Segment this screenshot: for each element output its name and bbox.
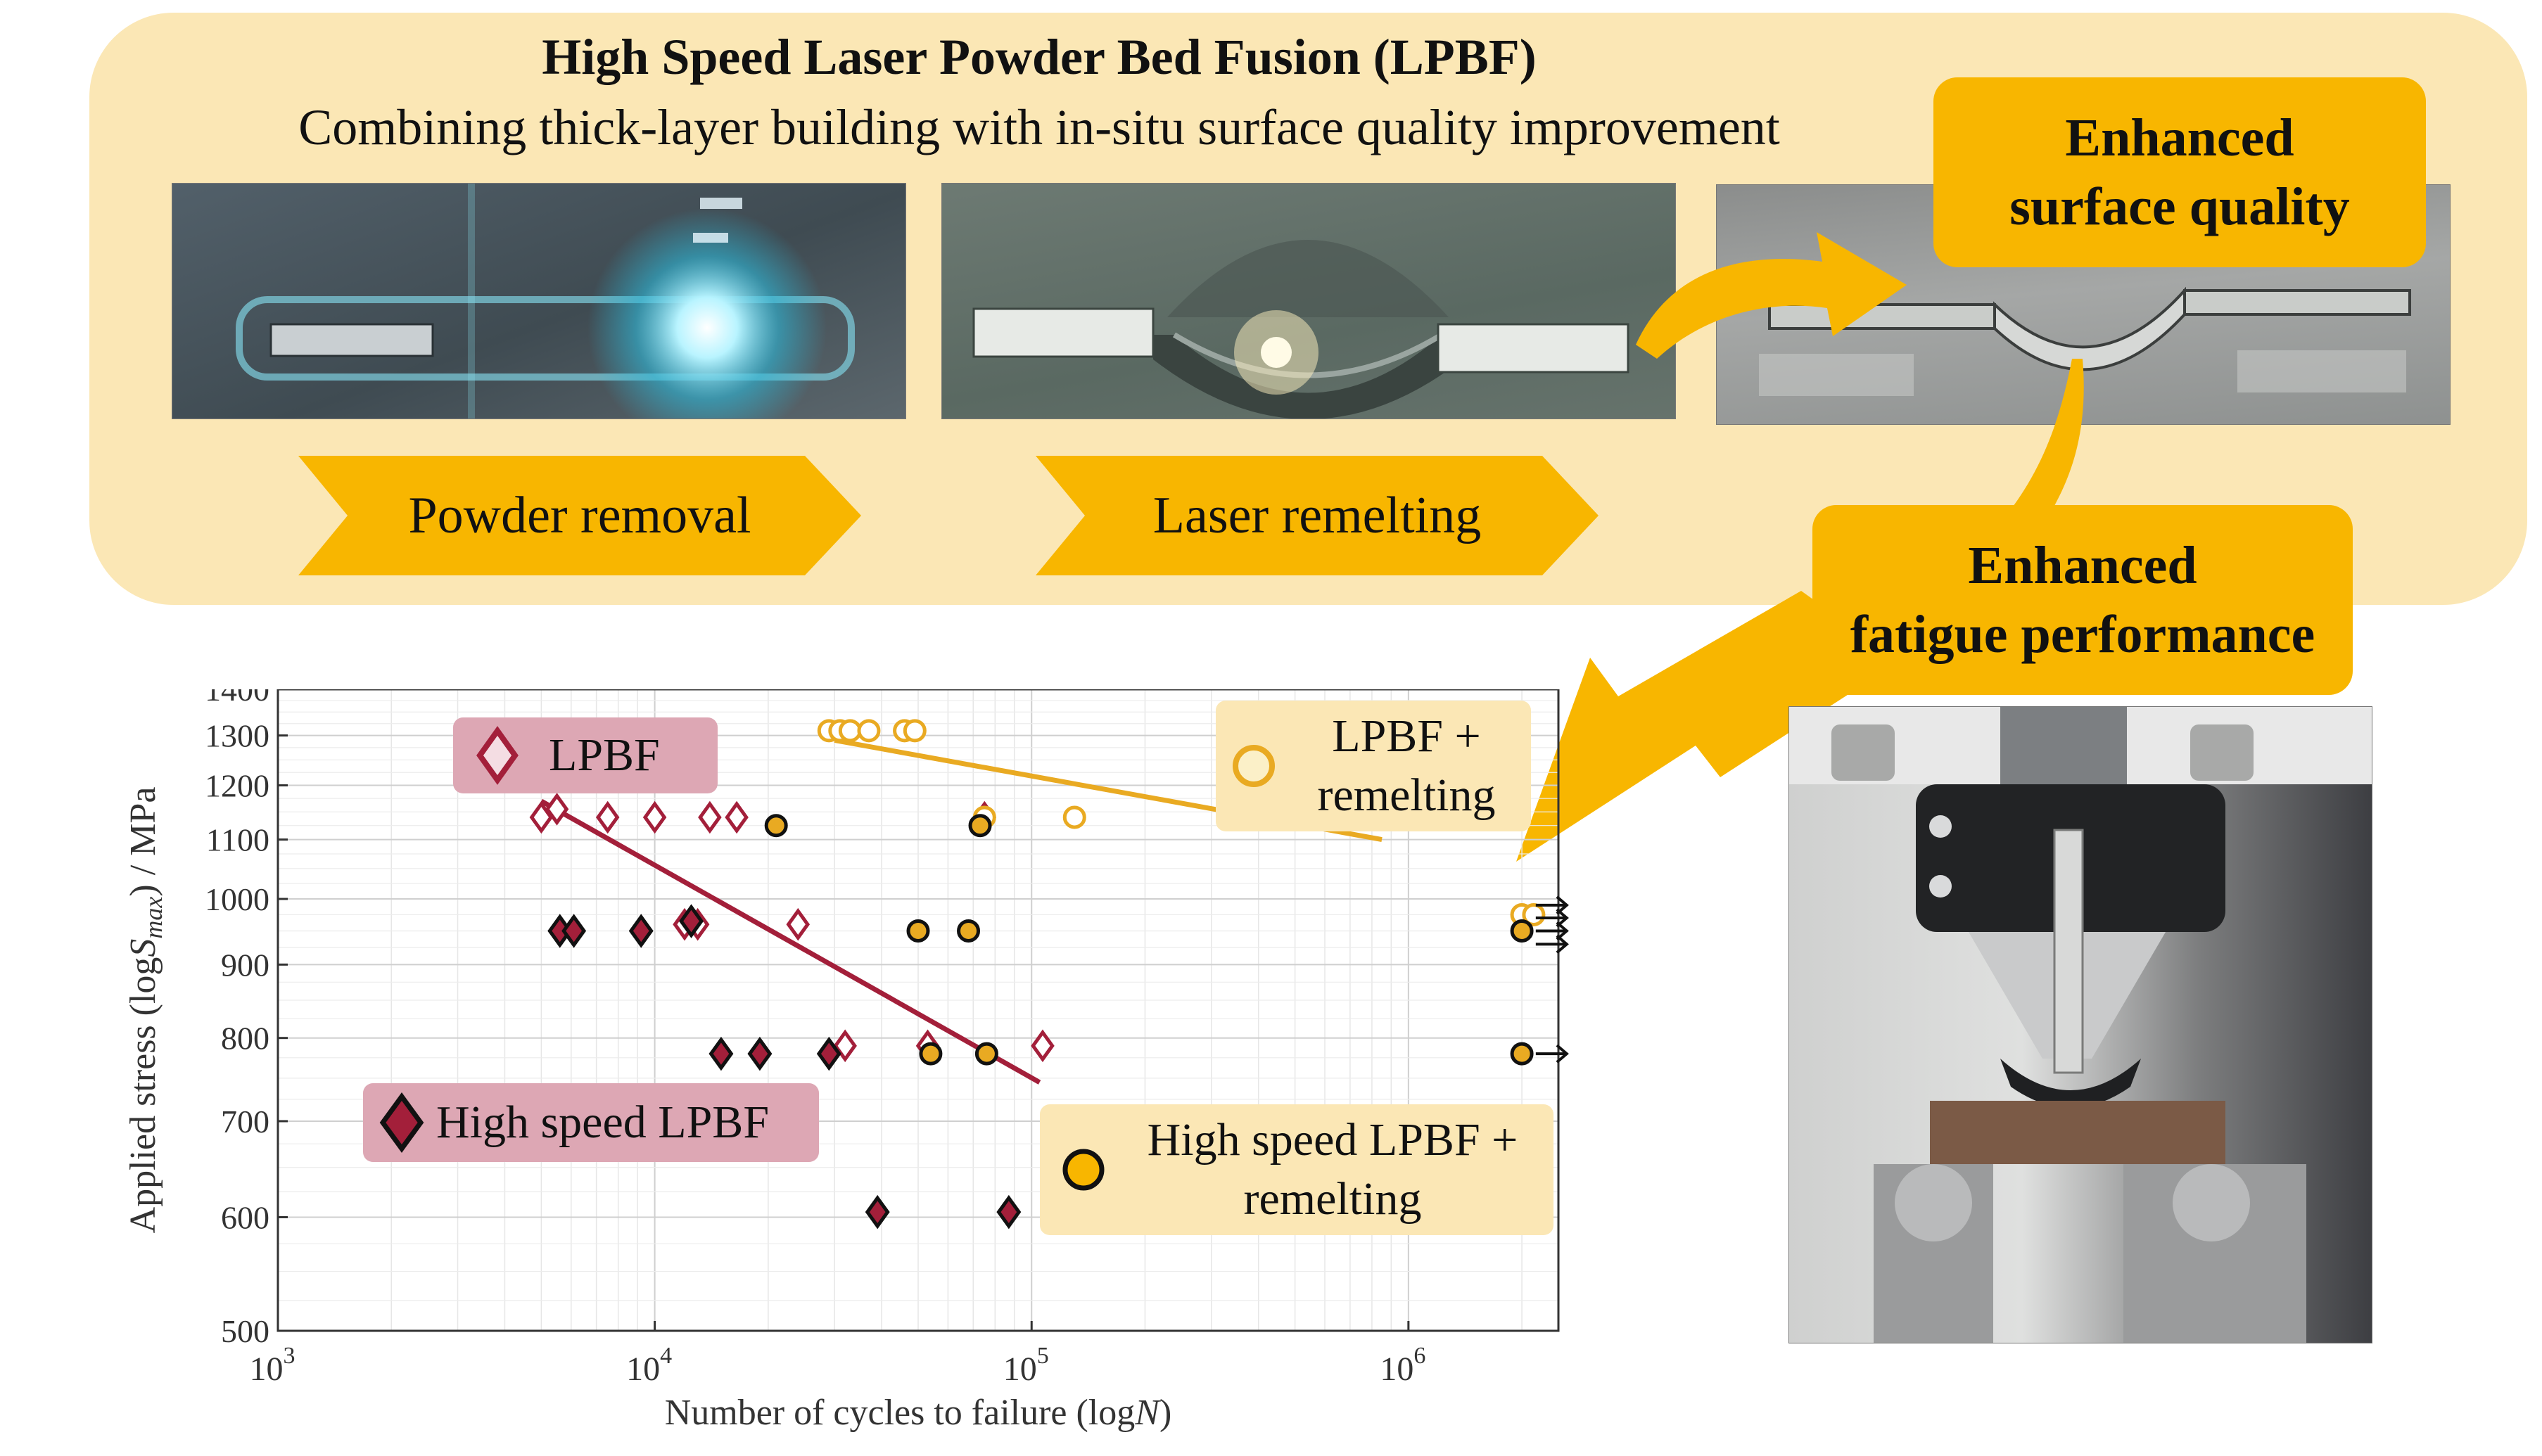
lpbf-remelting-point bbox=[1522, 902, 1546, 926]
lpbf-point bbox=[642, 800, 667, 834]
high-speed-lpbf-remelting-point bbox=[1510, 1042, 1534, 1066]
x-tick-label: 104 bbox=[626, 1343, 672, 1388]
y-tick-label: 900 bbox=[221, 947, 269, 983]
legend-label: High speed LPBF + bbox=[1147, 1114, 1518, 1166]
y-tick-label: 700 bbox=[221, 1104, 269, 1139]
lpbf-remelting-point bbox=[1062, 805, 1086, 829]
x-tick-labels: 103 104 105 106 bbox=[250, 1321, 1425, 1388]
y-axis-label: Applied stress (logSmax) / MPa bbox=[123, 787, 167, 1234]
lpbf-remelting-point bbox=[838, 719, 862, 743]
y-tick-label: 1300 bbox=[205, 718, 269, 754]
high-speed-lpbf-remelting-point bbox=[764, 814, 788, 838]
enhanced-fatigue-callout: Enhanced fatigue performance bbox=[1812, 505, 2353, 695]
high-speed-lpbf-point bbox=[816, 1036, 841, 1071]
diamond-open-icon bbox=[476, 726, 519, 785]
runout-arrow-icon bbox=[1535, 1044, 1569, 1064]
runout-arrow-icon bbox=[1535, 934, 1569, 954]
data-marks bbox=[529, 719, 1546, 1230]
legend-lpbf: LPBF bbox=[453, 717, 718, 793]
page-subtitle: Combining thick-layer building with in-s… bbox=[298, 99, 1780, 155]
legend-label: remelting bbox=[1317, 769, 1496, 821]
high-speed-lpbf-remelting-point bbox=[906, 919, 930, 943]
legend-high-speed-lpbf: High speed LPBF bbox=[363, 1083, 819, 1162]
high-speed-lpbf-remelting-point bbox=[957, 919, 981, 943]
high-speed-lpbf-remelting-point bbox=[968, 814, 992, 838]
x-axis-label: Number of cycles to failure (logN) bbox=[665, 1393, 1172, 1433]
legend-label: LPBF + bbox=[1332, 710, 1481, 762]
x-tick-label: 103 bbox=[250, 1343, 295, 1388]
laser-remelting-photo bbox=[941, 183, 1676, 419]
legend-label: High speed LPBF bbox=[436, 1097, 770, 1148]
y-tick-labels: 500 600 700 800 900 1000 1100 1200 1300 1400 bbox=[205, 689, 288, 1349]
step-label: Laser remelting bbox=[1152, 486, 1482, 544]
y-tick-label: 500 bbox=[221, 1313, 269, 1349]
high-speed-lpbf-point bbox=[561, 914, 587, 948]
high-speed-lpbf-point bbox=[996, 1194, 1022, 1230]
plot-area-frame bbox=[277, 689, 1560, 1332]
runout-arrow-icon bbox=[1535, 921, 1569, 940]
y-tick-label: 1400 bbox=[205, 689, 269, 708]
y-tick-label: 1000 bbox=[205, 881, 269, 917]
trend-line bbox=[540, 798, 1041, 1085]
curved-arrow-icon bbox=[1636, 232, 1907, 359]
lpbf-point bbox=[786, 907, 811, 941]
lpbf-point bbox=[1031, 1029, 1055, 1063]
x-tick-label: 106 bbox=[1380, 1343, 1425, 1388]
y-tick-label: 600 bbox=[221, 1200, 269, 1236]
legend-lpbf-remelting: LPBF + remelting bbox=[1216, 701, 1531, 831]
lpbf-point bbox=[529, 800, 554, 834]
legend-label: remelting bbox=[1243, 1173, 1422, 1225]
lpbf-point bbox=[698, 800, 722, 834]
high-speed-lpbf-point bbox=[708, 1036, 734, 1071]
enhanced-surface-callout: Enhanced surface quality bbox=[1933, 77, 2426, 267]
high-speed-lpbf-remelting-point bbox=[919, 1042, 943, 1066]
diamond-filled-icon bbox=[379, 1092, 424, 1153]
high-speed-lpbf-point bbox=[628, 914, 654, 948]
callout-line: fatigue performance bbox=[1850, 605, 2315, 664]
lpbf-remelting-point bbox=[903, 719, 927, 743]
callout-line: Enhanced bbox=[2065, 108, 2294, 167]
callout-line: surface quality bbox=[2009, 177, 2350, 236]
powder-removal-photo bbox=[172, 183, 906, 419]
y-tick-label: 1200 bbox=[205, 768, 269, 804]
circle-filled-icon bbox=[1062, 1149, 1105, 1191]
high-speed-lpbf-remelting-point bbox=[1510, 919, 1534, 943]
chevron-arrow-icon bbox=[1036, 456, 1599, 575]
lpbf-point bbox=[833, 1029, 857, 1063]
page-title: High Speed Laser Powder Bed Fusion (LPBF… bbox=[542, 29, 1537, 85]
callout-line: Enhanced bbox=[1968, 536, 2197, 595]
lpbf-point bbox=[725, 800, 749, 834]
step-laser-remelting: Laser remelting bbox=[1036, 456, 1599, 575]
high-speed-lpbf-point bbox=[679, 904, 704, 938]
y-tick-label: 800 bbox=[221, 1021, 269, 1056]
legend-label: LPBF bbox=[549, 729, 660, 781]
circle-open-icon bbox=[1233, 745, 1275, 787]
chevron-arrow-icon bbox=[298, 456, 861, 575]
fatigue-test-photo bbox=[1788, 706, 2372, 1343]
curved-arrow-icon bbox=[1991, 359, 2084, 535]
runout-arrows bbox=[1535, 895, 1569, 1064]
x-tick-label: 105 bbox=[1003, 1343, 1049, 1388]
y-tick-label: 1100 bbox=[206, 822, 269, 858]
high-speed-lpbf-remelting-point bbox=[974, 1042, 998, 1066]
arrow-down-left-icon bbox=[1516, 591, 1900, 862]
lpbf-point bbox=[595, 800, 620, 834]
legend-high-speed-lpbf-remelting: High speed LPBF + remelting bbox=[1040, 1104, 1553, 1235]
high-speed-lpbf-point bbox=[865, 1194, 890, 1230]
step-powder-removal: Powder removal bbox=[298, 456, 861, 575]
high-speed-lpbf-point bbox=[747, 1036, 773, 1071]
lpbf-point bbox=[545, 793, 569, 826]
lpbf-remelting-point bbox=[857, 719, 881, 743]
step-label: Powder removal bbox=[408, 486, 751, 544]
